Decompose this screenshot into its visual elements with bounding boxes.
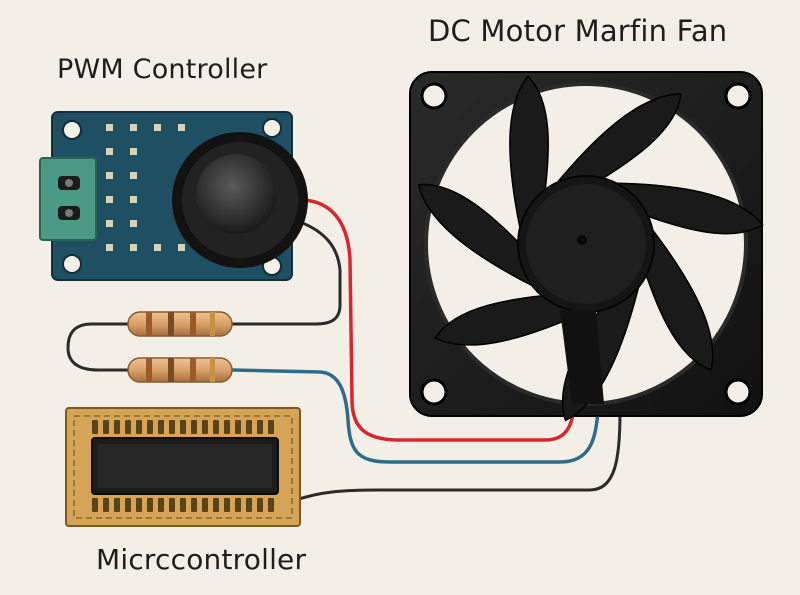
pcb-pads [106,124,185,251]
pcb-pad [106,172,113,179]
fan-blades [417,75,764,422]
mcu-pin [103,498,109,512]
mcu-pin [224,498,230,512]
mcu-pin [158,498,164,512]
pcb-pad [178,124,185,131]
mcu-pin [235,498,241,512]
fan-blade [612,182,764,235]
pcb-pad [154,244,161,251]
mcu-pin [202,420,208,434]
wires [66,198,622,502]
pcb-pad [130,244,137,251]
red-wire [302,198,576,442]
mcu-pin [191,498,197,512]
resistor-lower [127,357,233,383]
mcu-pin [191,420,197,434]
mcu-pin [268,498,274,512]
fan-blade [509,75,549,232]
mcu-pin [92,420,98,434]
pcb-pad [130,148,137,155]
fan-blade [417,183,536,288]
resistor-loop-wire [66,322,130,372]
pcb-pad [130,124,137,131]
pcb-pad [130,196,137,203]
mcu-pin [257,498,263,512]
pcb-pad [106,196,113,203]
pcb-pad [130,220,137,227]
fan-blade [554,93,682,190]
potentiometer-knob [172,132,308,268]
mcu-pin [169,498,175,512]
mcu-pin [125,498,131,512]
mcu-pin [114,498,120,512]
mcu-pin [213,498,219,512]
dc-fan [409,71,764,422]
mcu-pin [147,498,153,512]
mcu-pin [235,420,241,434]
mcu-pin [213,420,219,434]
mcu-pin [136,420,142,434]
black-wire-pwm [230,220,342,326]
fan-blade [638,226,714,371]
pcb-pad [106,220,113,227]
mcu-pin [246,498,252,512]
mcu-pin [202,498,208,512]
mcu-pin [125,420,131,434]
pcb-pad [106,124,113,131]
mcu-pin [114,420,120,434]
mcu-pin [103,420,109,434]
pcb-pad [154,124,161,131]
mcu-pin [158,420,164,434]
mcu-pin [136,498,142,512]
microcontroller-label: Micrccontroller [96,543,307,576]
fan-title-label: DC Motor Marfin Fan [428,14,728,48]
screw-terminal [39,157,97,241]
pwm-controller-board [39,111,308,281]
pcb-pad [130,172,137,179]
blue-wire [230,368,600,464]
pcb-pad [178,244,185,251]
mcu-pin [257,420,263,434]
mcu-pin [268,420,274,434]
mcu-pin [180,420,186,434]
resistor-upper [127,311,233,337]
fan-blade [434,292,589,346]
mcu-pin [180,498,186,512]
microcontroller-pins [92,420,274,512]
black-wire-mcu [294,410,622,502]
pwm-controller-label: PWM Controller [57,54,268,85]
mcu-pin [246,420,252,434]
microcontroller-board [65,407,301,527]
pcb-pad [106,244,113,251]
mcu-pin [169,420,175,434]
mcu-pin [92,498,98,512]
pcb-pad [106,148,113,155]
mcu-pin [224,420,230,434]
mcu-pin [147,420,153,434]
